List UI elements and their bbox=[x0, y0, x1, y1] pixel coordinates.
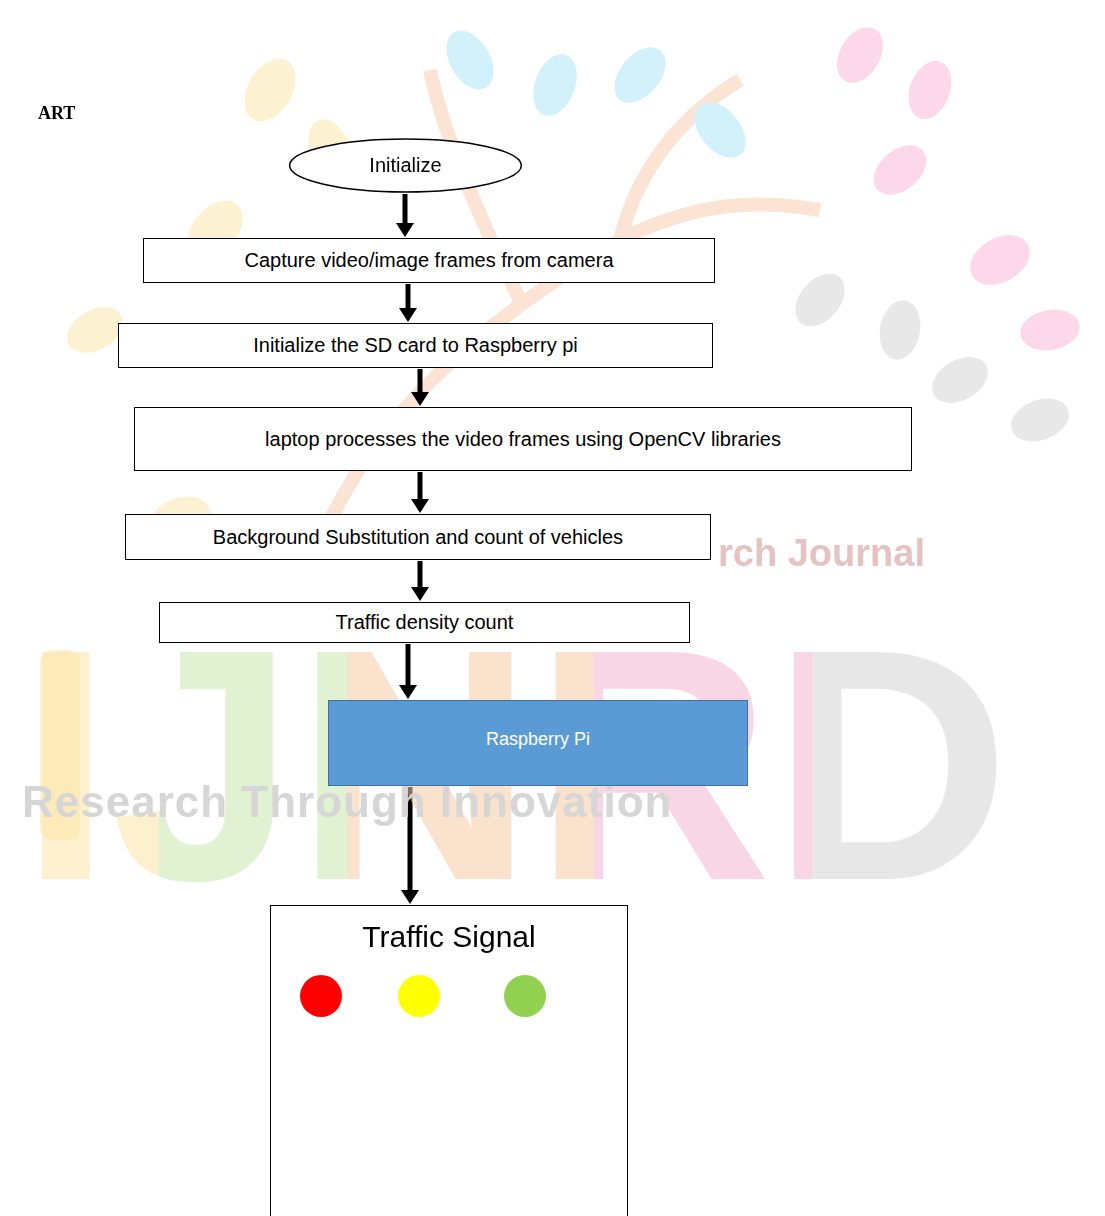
signal-lamp bbox=[398, 975, 440, 1017]
process-box: Capture video/image frames from camera bbox=[143, 238, 715, 283]
signal-lamp bbox=[300, 975, 342, 1017]
node-label: Initialize the SD card to Raspberry pi bbox=[253, 334, 578, 357]
process-box: Initialize the SD card to Raspberry pi bbox=[118, 323, 713, 368]
flow-arrow bbox=[411, 472, 429, 513]
start-ellipse: Initialize bbox=[288, 138, 523, 193]
signal-lamp bbox=[504, 975, 546, 1017]
signal-lamps bbox=[271, 974, 629, 1034]
node-label: Traffic Signal bbox=[362, 920, 535, 954]
node-label: Background Substitution and count of veh… bbox=[213, 526, 623, 549]
flow-arrow bbox=[411, 561, 429, 601]
node-label: laptop processes the video frames using … bbox=[265, 428, 781, 451]
node-label: Capture video/image frames from camera bbox=[244, 249, 613, 272]
node-label: Traffic density count bbox=[336, 611, 514, 634]
process-box: laptop processes the video frames using … bbox=[134, 407, 912, 471]
controller-box: Raspberry Pi bbox=[328, 700, 748, 786]
process-box: Background Substitution and count of veh… bbox=[125, 514, 711, 560]
watermark-text: Research Through Innovation bbox=[22, 780, 672, 824]
flow-arrow bbox=[396, 194, 414, 237]
node-label: Raspberry Pi bbox=[486, 729, 590, 750]
process-box: Traffic density count bbox=[159, 602, 690, 643]
flow-arrow bbox=[411, 369, 429, 406]
node-label: Initialize bbox=[369, 154, 441, 177]
heading-fragment: ART bbox=[38, 104, 75, 122]
watermark-text: rch Journal bbox=[718, 534, 925, 572]
flow-arrow bbox=[399, 284, 417, 322]
traffic-signal-box: Traffic Signal bbox=[270, 905, 628, 1216]
